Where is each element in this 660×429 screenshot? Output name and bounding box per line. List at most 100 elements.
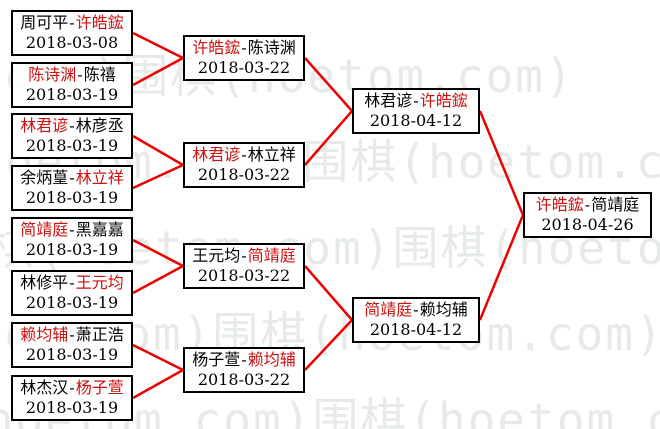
player-name-right: 杨子萱 — [75, 378, 124, 397]
match-box-round1-2: 陈诗渊-陈禧 2018-03-19 — [11, 62, 133, 108]
connector-line — [132, 238, 184, 268]
player-name-left: 许皓鋐 — [535, 195, 584, 214]
match-date: 2018-04-12 — [369, 111, 463, 130]
name-separator: - — [69, 220, 75, 239]
match-box-semifinal-2: 简靖庭-赖均辅 2018-04-12 — [352, 297, 480, 343]
match-date: 2018-04-26 — [541, 215, 634, 234]
match-box-round1-3: 林君谚-林彦丞 2018-03-19 — [11, 113, 133, 159]
match-box-round2-3: 王元均-简靖庭 2018-03-22 — [183, 243, 305, 289]
match-box-round1-5: 简靖庭-黑嘉嘉 2018-03-19 — [11, 217, 133, 263]
match-date: 2018-03-22 — [197, 266, 291, 285]
name-separator: - — [69, 168, 75, 187]
match-box-round2-1: 许皓鋐-陈诗渊 2018-03-22 — [183, 35, 305, 81]
match-date: 2018-03-19 — [25, 85, 119, 104]
match-date: 2018-04-12 — [369, 320, 463, 339]
match-date: 2018-03-19 — [25, 398, 119, 417]
player-name-right: 陈禧 — [83, 65, 116, 84]
match-date: 2018-03-19 — [25, 188, 119, 207]
match-date: 2018-03-22 — [197, 370, 291, 389]
match-box-round2-2: 林君谚-林立祥 2018-03-22 — [183, 142, 305, 188]
connector-line — [132, 368, 184, 400]
player-name-left: 许皓鋐 — [192, 38, 241, 57]
player-name-right: 许皓鋐 — [419, 91, 468, 110]
connector-line — [304, 57, 353, 112]
connector-line — [132, 163, 184, 190]
match-players: 王元均-简靖庭 — [185, 246, 303, 266]
match-players: 余炳葟-林立祥 — [13, 168, 131, 188]
match-players: 周可平-许皓鋐 — [13, 13, 131, 33]
player-name-right: 赖均辅 — [247, 350, 296, 369]
match-box-round1-6: 林修平-王元均 2018-03-19 — [11, 270, 133, 316]
player-name-right: 林彦丞 — [75, 116, 124, 135]
name-separator: - — [584, 195, 591, 214]
player-name-right: 陈诗渊 — [247, 38, 296, 57]
match-players: 林君谚-林立祥 — [185, 145, 303, 165]
connector-line — [132, 264, 184, 295]
player-name-right: 赖均辅 — [419, 300, 468, 319]
match-box-round1-1: 周可平-许皓鋐 2018-03-08 — [11, 10, 133, 56]
connector-line — [304, 265, 353, 321]
player-name-left: 王元均 — [192, 246, 241, 265]
match-box-semifinal-1: 林君谚-许皓鋐 2018-04-12 — [352, 88, 480, 134]
match-box-round2-4: 杨子萱-赖均辅 2018-03-22 — [183, 347, 305, 393]
match-box-round1-8: 林杰汉-杨子萱 2018-03-19 — [11, 375, 133, 421]
connector-line — [132, 343, 184, 372]
player-name-left: 杨子萱 — [192, 350, 241, 369]
player-name-right: 黑嘉嘉 — [75, 220, 124, 239]
match-players: 许皓鋐-陈诗渊 — [185, 38, 303, 58]
player-name-right: 简靖庭 — [247, 246, 296, 265]
player-name-left: 陈诗渊 — [28, 65, 77, 84]
match-box-round1-4: 余炳葟-林立祥 2018-03-19 — [11, 165, 133, 211]
player-name-left: 林修平 — [20, 273, 69, 292]
match-date: 2018-03-22 — [197, 165, 291, 184]
name-separator: - — [241, 145, 247, 164]
name-separator: - — [69, 378, 75, 397]
name-separator: - — [69, 273, 75, 292]
player-name-left: 林杰汉 — [20, 378, 69, 397]
connector-line — [132, 134, 184, 167]
name-separator: - — [413, 300, 419, 319]
match-box-final: 许皓鋐-简靖庭 2018-04-26 — [523, 192, 652, 238]
player-name-left: 林君谚 — [192, 145, 241, 164]
player-name-left: 简靖庭 — [20, 220, 69, 239]
connector-line — [304, 319, 353, 371]
name-separator: - — [241, 246, 247, 265]
match-players: 林君谚-林彦丞 — [13, 116, 131, 136]
match-date: 2018-03-19 — [25, 136, 119, 155]
player-name-left: 林君谚 — [20, 116, 69, 135]
match-players: 陈诗渊-陈禧 — [13, 65, 131, 85]
player-name-left: 周可平 — [20, 13, 69, 32]
player-name-left: 赖均辅 — [20, 325, 69, 344]
player-name-right: 林立祥 — [247, 145, 296, 164]
connector-line — [304, 110, 353, 166]
match-players: 林杰汉-杨子萱 — [13, 378, 131, 398]
player-name-left: 余炳葟 — [20, 168, 69, 187]
connector-line — [478, 110, 525, 216]
match-players: 林君谚-许皓鋐 — [354, 91, 478, 111]
connector-line — [132, 56, 184, 87]
name-separator: - — [241, 38, 247, 57]
player-name-left: 简靖庭 — [364, 300, 413, 319]
player-name-right: 王元均 — [75, 273, 124, 292]
connector-line — [132, 31, 184, 60]
match-box-round1-7: 赖均辅-萧正浩 2018-03-19 — [11, 322, 133, 368]
player-name-right: 林立祥 — [75, 168, 124, 187]
match-players: 杨子萱-赖均辅 — [185, 350, 303, 370]
match-date: 2018-03-19 — [25, 293, 119, 312]
match-date: 2018-03-08 — [25, 33, 119, 52]
match-players: 林修平-王元均 — [13, 273, 131, 293]
match-date: 2018-03-22 — [197, 58, 291, 77]
name-separator: - — [77, 65, 83, 84]
player-name-right: 许皓鋐 — [75, 13, 124, 32]
match-date: 2018-03-19 — [25, 345, 119, 364]
name-separator: - — [69, 325, 75, 344]
player-name-right: 萧正浩 — [75, 325, 124, 344]
player-name-left: 林君谚 — [364, 91, 413, 110]
match-date: 2018-03-19 — [25, 240, 119, 259]
name-separator: - — [69, 116, 75, 135]
match-players: 简靖庭-黑嘉嘉 — [13, 220, 131, 240]
name-separator: - — [241, 350, 247, 369]
match-players: 赖均辅-萧正浩 — [13, 325, 131, 345]
